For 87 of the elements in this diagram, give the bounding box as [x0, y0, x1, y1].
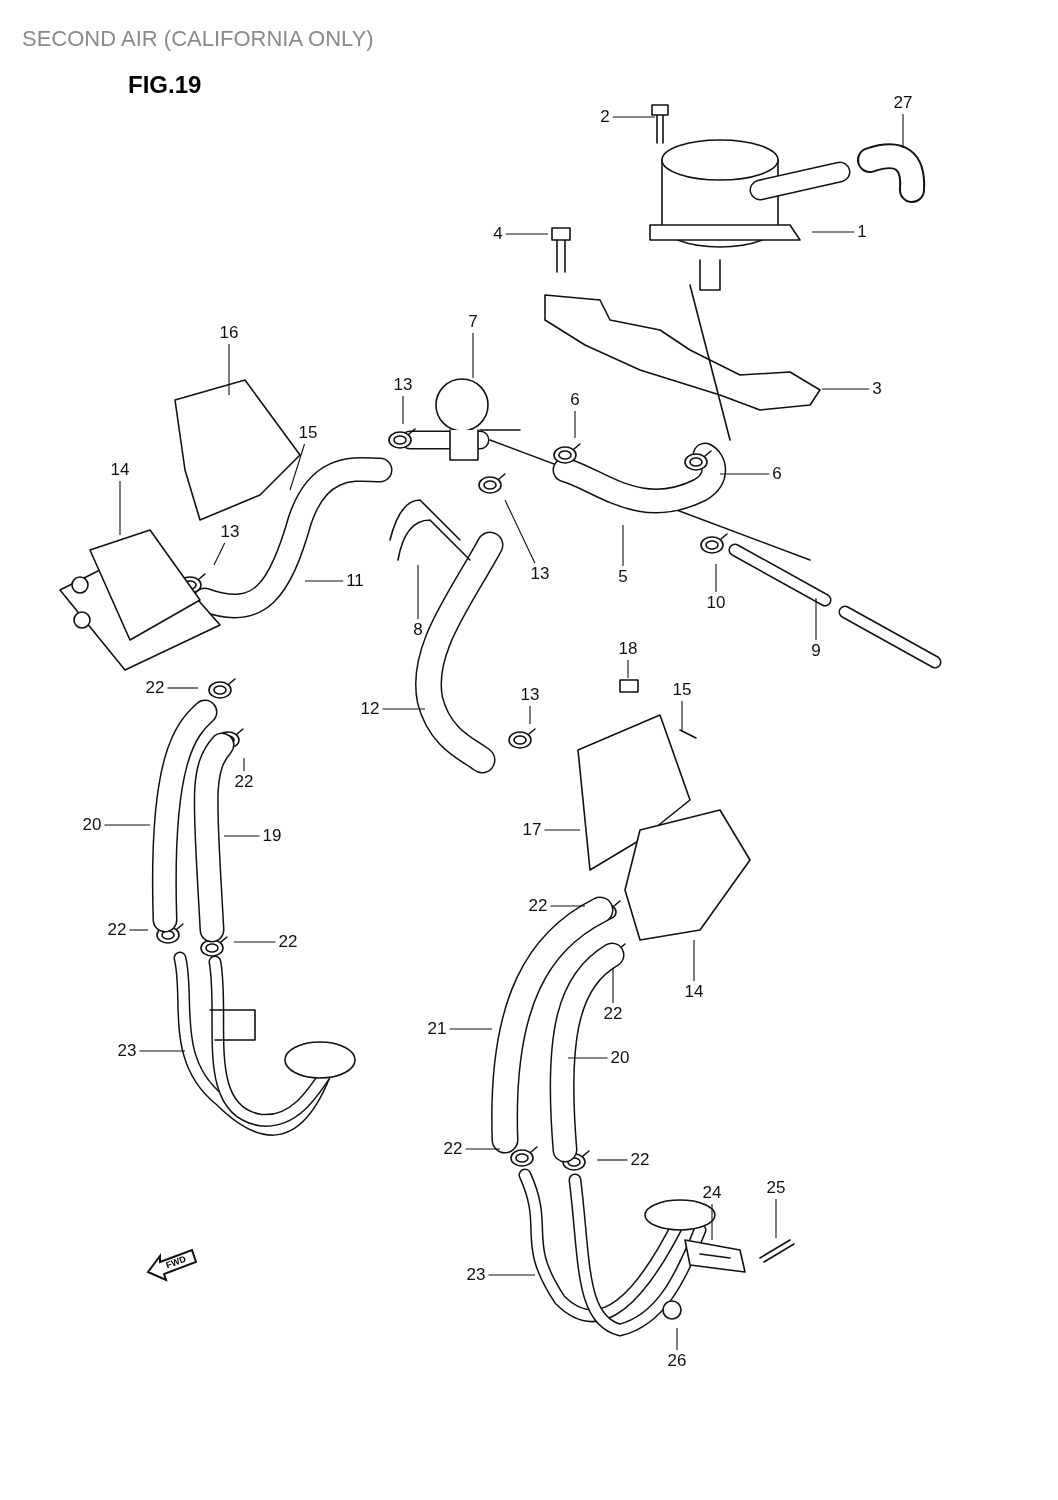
callout-number: 13 — [219, 523, 241, 541]
leader-line — [472, 332, 474, 379]
callout-number: 6 — [771, 465, 783, 483]
callout-number: 12 — [359, 700, 381, 718]
callout-number: 22 — [442, 1140, 464, 1158]
leader-line — [681, 700, 683, 733]
leader-line — [612, 116, 656, 118]
callout-number: 9 — [810, 642, 822, 660]
leader-line — [504, 499, 536, 564]
leader-line — [464, 1148, 501, 1150]
callout-number: 15 — [671, 681, 693, 699]
leader-line — [549, 905, 586, 907]
leader-line — [138, 1050, 186, 1052]
direction-label: FWD — [164, 1254, 188, 1272]
callout-number: 17 — [521, 821, 543, 839]
leader-line — [213, 542, 226, 566]
leader-line — [567, 1057, 609, 1059]
leader-line — [711, 1203, 713, 1241]
leader-line — [574, 410, 576, 439]
leader-line — [402, 395, 404, 425]
callout-number: 20 — [81, 816, 103, 834]
callout-number: 22 — [106, 921, 128, 939]
leader-line — [228, 343, 230, 396]
leader-line — [612, 967, 614, 1004]
callout-number: 14 — [683, 983, 705, 1001]
callout-number: 13 — [529, 565, 551, 583]
leader-line — [448, 1028, 493, 1030]
leader-line — [815, 597, 817, 641]
callout-number: 24 — [701, 1184, 723, 1202]
callout-number: 2 — [599, 108, 611, 126]
leader-line — [103, 824, 151, 826]
leader-line — [128, 929, 149, 931]
leader-line — [775, 1198, 777, 1239]
callout-number: 6 — [569, 391, 581, 409]
callout-number: 22 — [233, 773, 255, 791]
leader-line — [693, 939, 695, 982]
callout-number: 7 — [467, 313, 479, 331]
leader-line — [223, 835, 261, 837]
callout-number: 23 — [465, 1266, 487, 1284]
callout-number: 21 — [426, 1020, 448, 1038]
leader-line — [289, 443, 306, 491]
callout-number: 3 — [871, 380, 883, 398]
leader-line — [811, 231, 855, 233]
callout-number: 13 — [392, 376, 414, 394]
figure-number: FIG.19 — [128, 72, 202, 99]
leader-line — [417, 564, 419, 620]
leader-line — [243, 757, 245, 772]
callout-number: 11 — [345, 572, 365, 590]
callout-number: 22 — [277, 933, 299, 951]
callout-number: 15 — [297, 424, 319, 442]
callout-number: 16 — [218, 324, 240, 342]
leader-line — [719, 473, 770, 475]
callout-number: 19 — [261, 827, 283, 845]
callout-number: 4 — [492, 225, 504, 243]
leader-line — [119, 480, 121, 536]
leader-line — [821, 388, 870, 390]
callout-number: 10 — [705, 594, 727, 612]
leader-line — [622, 524, 624, 567]
leader-line — [529, 705, 531, 725]
callout-number: 18 — [617, 640, 639, 658]
callout-number: 27 — [892, 94, 914, 112]
callout-number: 23 — [116, 1042, 138, 1060]
callout-number: 22 — [629, 1151, 651, 1169]
callout-number: 26 — [666, 1352, 688, 1370]
callout-number: 25 — [765, 1179, 787, 1197]
callout-number: 14 — [109, 461, 131, 479]
leader-line — [505, 233, 549, 235]
leader-line — [627, 659, 629, 679]
leader-line — [676, 1327, 678, 1351]
leader-line — [902, 113, 904, 149]
callout-number: 22 — [602, 1005, 624, 1023]
callout-number: 20 — [609, 1049, 631, 1067]
callout-number: 1 — [856, 223, 868, 241]
leader-line — [166, 687, 199, 689]
diagram-title: SECOND AIR (CALIFORNIA ONLY) — [22, 26, 374, 52]
leader-line — [233, 941, 277, 943]
leader-line — [304, 580, 344, 582]
leader-line — [596, 1159, 629, 1161]
callout-number: 8 — [412, 621, 424, 639]
callout-number: 22 — [527, 897, 549, 915]
callout-number: 22 — [144, 679, 166, 697]
leader-line — [715, 563, 717, 593]
leader-line — [487, 1274, 536, 1276]
leader-line — [381, 708, 426, 710]
leader-line — [543, 829, 581, 831]
callout-number: 13 — [519, 686, 541, 704]
callout-number: 5 — [617, 568, 629, 586]
